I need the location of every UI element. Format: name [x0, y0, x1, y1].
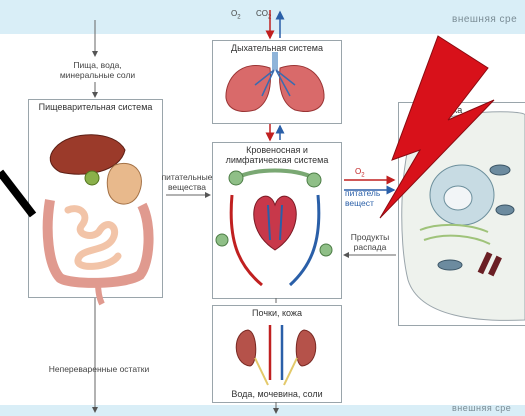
digestive-organs-illustration [48, 135, 149, 304]
kidneys-illustration [236, 325, 316, 385]
black-diagonal-stroke [0, 172, 33, 215]
heart-vessels-illustration [216, 171, 332, 286]
lungs-illustration [226, 52, 324, 112]
